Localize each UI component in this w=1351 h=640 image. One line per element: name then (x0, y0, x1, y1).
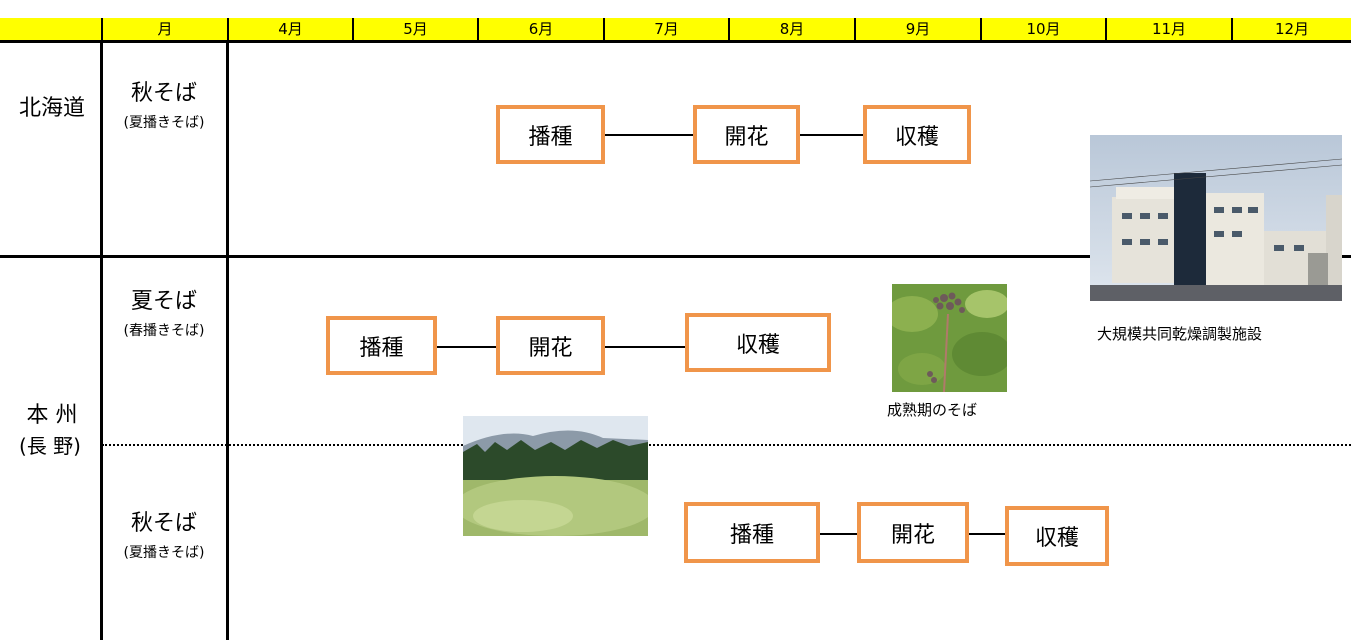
summer-harvest-box: 収穫 (685, 313, 831, 372)
hokkaido-sowing-box: 播種 (496, 105, 605, 164)
region-divider-line-right (1340, 255, 1351, 258)
summer-connector-1 (437, 346, 496, 348)
region-column-divider (100, 40, 103, 640)
header-month-nov: 11月 (1107, 18, 1233, 40)
header-corner-cell (0, 18, 103, 40)
header-month-label: 月 (103, 18, 229, 40)
region-honshu: 本 州 (26, 403, 78, 428)
hokkaido-flowering-box: 開花 (693, 105, 800, 164)
crop-honshu-autumn-sub: (夏播きそば) (123, 545, 205, 561)
hokkaido-connector-1 (605, 134, 693, 136)
autumn-sowing-box: 播種 (684, 502, 820, 563)
summer-connector-2 (605, 346, 685, 348)
mature-buckwheat-photo (892, 284, 1007, 392)
facility-photo (1090, 135, 1342, 301)
header-bottom-rule (0, 40, 1351, 43)
autumn-connector-2 (969, 533, 1005, 535)
buckwheat-field-photo (463, 416, 648, 536)
region-divider-line (0, 255, 1092, 258)
autumn-harvest-box: 収穫 (1005, 506, 1109, 566)
header-month-oct: 10月 (982, 18, 1107, 40)
crop-honshu-autumn: 秋そば (130, 511, 197, 536)
header-month-jul: 7月 (605, 18, 730, 40)
mature-buckwheat-caption: 成熟期のそば (887, 401, 978, 419)
buckwheat-field-image (463, 416, 648, 536)
region-hokkaido: 北海道 (18, 96, 85, 121)
header-month-dec: 12月 (1233, 18, 1351, 40)
region-honshu-sub: (長 野) (19, 434, 81, 458)
hokkaido-harvest-box: 収穫 (863, 105, 971, 164)
crop-hokkaido-autumn: 秋そば (130, 81, 197, 106)
header-month-sep: 9月 (856, 18, 982, 40)
header-month-apr: 4月 (229, 18, 354, 40)
facility-caption: 大規模共同乾燥調製施設 (1097, 325, 1263, 343)
header-month-aug: 8月 (730, 18, 856, 40)
autumn-flowering-box: 開花 (857, 502, 969, 563)
facility-building-image (1090, 135, 1342, 301)
header-month-may: 5月 (354, 18, 479, 40)
crop-dotted-divider (102, 444, 1351, 446)
summer-sowing-box: 播種 (326, 316, 437, 375)
hokkaido-connector-2 (800, 134, 863, 136)
crop-honshu-summer: 夏そば (130, 289, 197, 314)
autumn-connector-1 (820, 533, 857, 535)
summer-flowering-box: 開花 (496, 316, 605, 375)
header-month-jun: 6月 (479, 18, 605, 40)
mature-buckwheat-image (892, 284, 1007, 392)
crop-hokkaido-autumn-sub: (夏播きそば) (123, 115, 205, 131)
crop-honshu-summer-sub: (春播きそば) (123, 323, 205, 339)
crop-column-divider (226, 40, 229, 640)
